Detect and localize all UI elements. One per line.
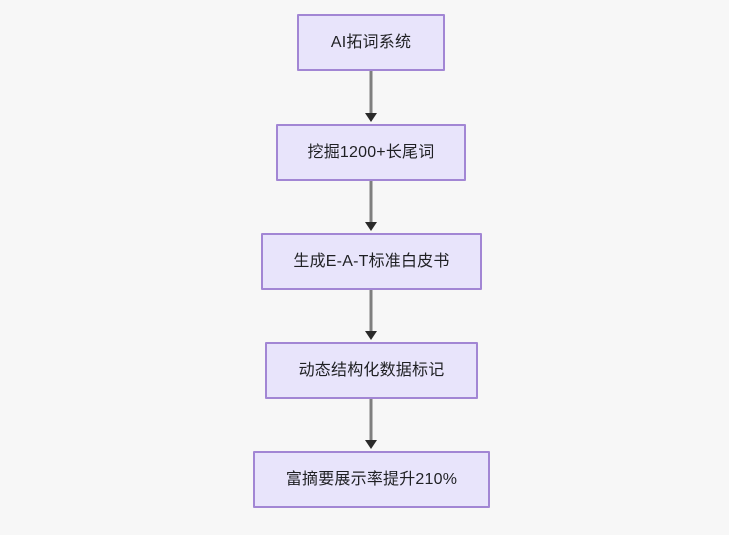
arrowhead-icon-3	[365, 440, 377, 449]
flow-node-generate-eat-whitepaper[interactable]: 生成E-A-T标准白皮书	[261, 233, 482, 290]
arrowhead-icon-0	[365, 113, 377, 122]
flow-node-label: 富摘要展示率提升210%	[285, 470, 458, 488]
connector-line-1	[369, 181, 373, 224]
flow-node-dynamic-structured-data-markup[interactable]: 动态结构化数据标记	[265, 342, 478, 399]
connector-line-2	[369, 290, 373, 333]
flow-node-mine-longtail-keywords[interactable]: 挖掘1200+长尾词	[276, 124, 466, 181]
connector-line-0	[369, 71, 373, 115]
flow-node-label: 动态结构化数据标记	[298, 361, 445, 379]
connector-line-3	[369, 399, 373, 442]
arrowhead-icon-2	[365, 331, 377, 340]
flow-node-label: 挖掘1200+长尾词	[307, 143, 435, 161]
flow-node-rich-snippet-impression-uplift[interactable]: 富摘要展示率提升210%	[253, 451, 490, 508]
flow-node-ai-keyword-system[interactable]: AI拓词系统	[297, 14, 445, 71]
flow-node-label: AI拓词系统	[330, 33, 412, 51]
flow-node-label: 生成E-A-T标准白皮书	[293, 252, 450, 270]
arrowhead-icon-1	[365, 222, 377, 231]
